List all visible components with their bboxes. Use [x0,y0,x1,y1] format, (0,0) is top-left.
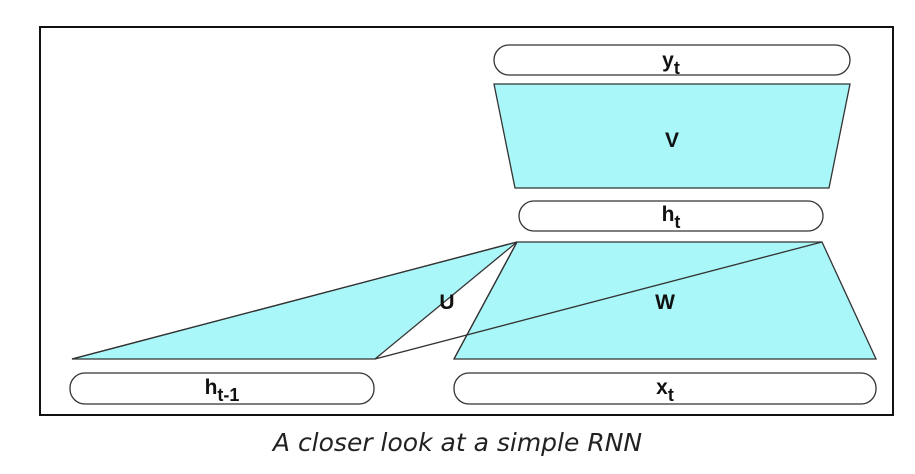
label-y-t: yt [662,49,680,78]
label-weight-u: U [439,291,454,314]
u-edge-line [71,241,518,360]
u-diagonal-line [374,241,823,360]
label-h-t-minus-1: ht-1 [205,376,240,405]
diagram-caption: A closer look at a simple RNN [272,428,643,457]
label-x-t: xt [656,376,674,405]
node-h-t [518,200,824,232]
label-weight-w: W [655,291,675,314]
w-left-edge [453,241,518,360]
label-weight-v: V [665,129,679,152]
node-h-t-minus-1 [69,372,375,405]
label-h-t: ht [662,203,681,232]
weight-v-trapezoid [493,83,851,189]
diagram-frame [39,26,894,416]
node-y-t [493,44,851,76]
node-x-t [453,372,877,405]
